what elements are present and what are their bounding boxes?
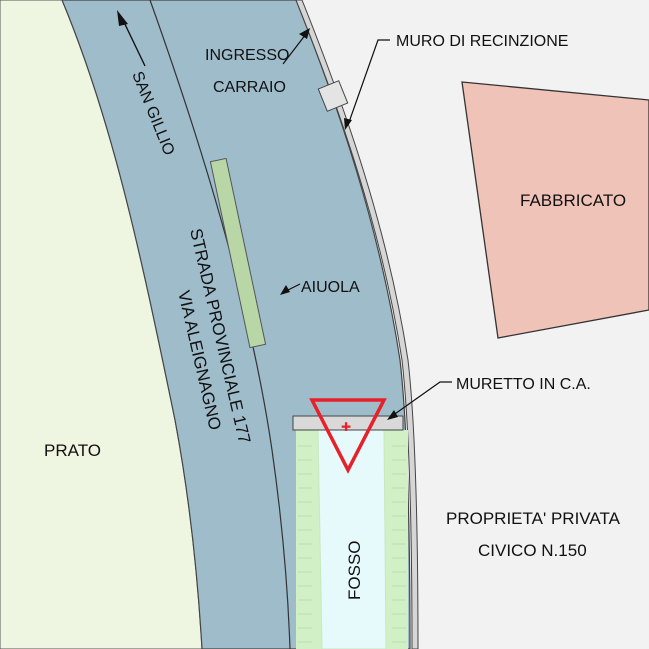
flowerbed-label: AIUOLA — [301, 279, 360, 296]
road-centerline — [149, 0, 291, 649]
small-wall-leader — [391, 381, 452, 417]
boundary-wall — [295, 0, 419, 649]
ditch-label: FOSSO — [345, 540, 364, 600]
property-label-line2: CIVICO N.150 — [478, 541, 587, 560]
small-wall-leader-arrow — [387, 410, 398, 420]
wall-leader — [347, 39, 390, 126]
wall-leader-arrow — [344, 118, 352, 130]
entrance-label-line1: INGRESSO — [205, 47, 289, 64]
red-triangle-marker-icon: ✚ — [309, 398, 387, 474]
wall-label: MURO DI RECINZIONE — [396, 33, 568, 50]
small-wall-label: MURETTO IN C.A. — [456, 376, 591, 393]
entrance-label-line2: CARRAIO — [213, 79, 286, 96]
svg-text:✚: ✚ — [341, 420, 351, 434]
arrow-up-icon — [117, 10, 146, 67]
building-shape — [461, 81, 649, 339]
flowerbed-leader-arrow — [280, 285, 290, 295]
building-label: FABBRICATO — [520, 191, 626, 210]
property-label-line1: PROPRIETA' PRIVATA — [446, 509, 621, 528]
gate-pillar — [317, 80, 349, 112]
ditch-hatching — [298, 445, 406, 643]
entrance-leader-arrow — [299, 28, 310, 39]
flowerbed-shape — [209, 157, 267, 349]
meadow-label: PRATO — [44, 441, 101, 460]
entrance-leader — [282, 33, 307, 65]
